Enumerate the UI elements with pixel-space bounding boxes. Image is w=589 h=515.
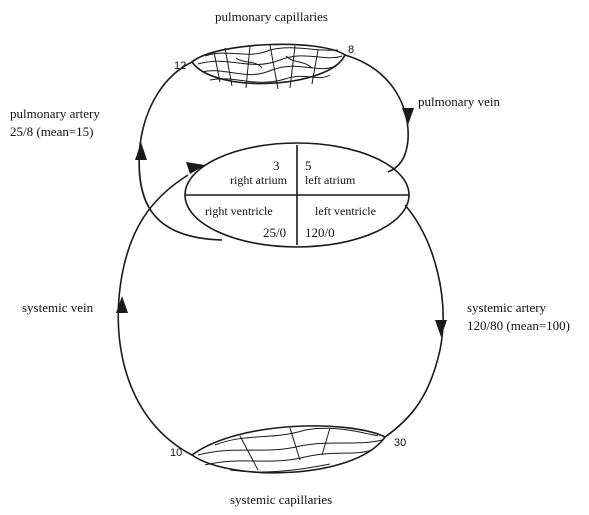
pulmonary-capillary-network	[198, 45, 342, 89]
systemic-inlet-pressure: 30	[394, 437, 406, 449]
left-atrium-label: left atrium	[305, 173, 356, 187]
pulmonary-capillaries-label: pulmonary capillaries	[215, 9, 328, 24]
systemic-artery-label: systemic artery	[467, 300, 547, 315]
systemic-artery-pressure: 120/80 (mean=100)	[467, 318, 570, 333]
systemic-capillary-network	[198, 428, 382, 472]
right-ventricle-label: right ventricle	[205, 204, 273, 218]
left-ventricle-pressure: 120/0	[305, 225, 335, 240]
systemic-outlet-pressure: 10	[170, 447, 182, 459]
pulmonary-artery-arrow-icon	[135, 142, 147, 160]
pulmonary-vein-arrow-icon	[402, 108, 414, 125]
pulmonary-vein-label: pulmonary vein	[418, 94, 500, 109]
left-ventricle-label: left ventricle	[315, 204, 376, 218]
pulmonary-artery-pressure: 25/8 (mean=15)	[10, 124, 94, 139]
left-atrium-pressure: 5	[305, 158, 312, 173]
pulmonary-artery-label: pulmonary artery	[10, 106, 100, 121]
systemic-capillary-bed	[192, 426, 385, 473]
pulmonary-outlet-pressure: 8	[348, 44, 354, 56]
pulmonary-vein-line	[345, 55, 408, 172]
right-atrium-label: right atrium	[230, 173, 288, 187]
right-ventricle-pressure: 25/0	[263, 225, 286, 240]
pulmonary-inlet-pressure: 12	[174, 60, 186, 72]
systemic-vein-label: systemic vein	[22, 300, 94, 315]
systemic-artery-arrow-icon	[435, 320, 447, 337]
right-atrium-pressure: 3	[273, 158, 280, 173]
systemic-artery-line	[385, 205, 443, 437]
systemic-capillaries-label: systemic capillaries	[230, 492, 332, 507]
